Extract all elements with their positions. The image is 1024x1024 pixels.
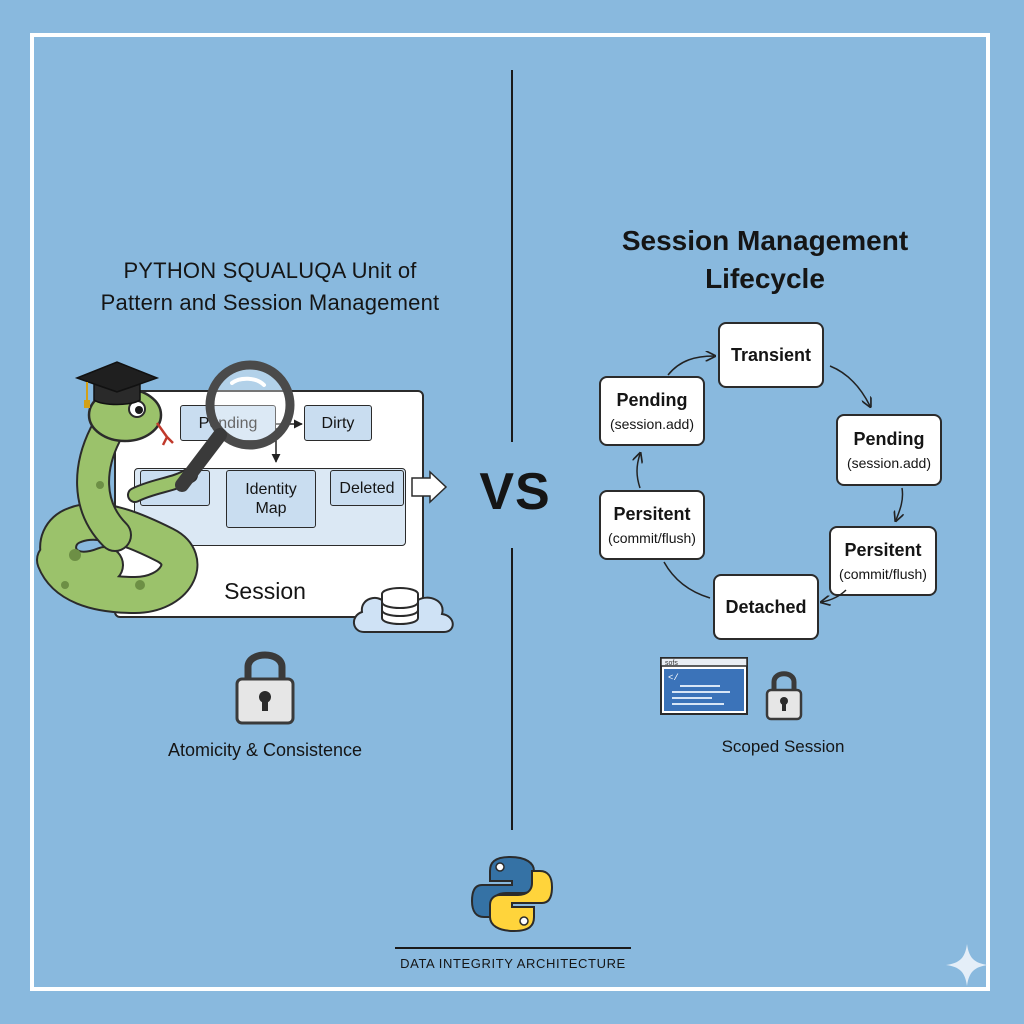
state-transient: Transient bbox=[718, 322, 824, 388]
code-window-tab: sofs bbox=[665, 660, 678, 667]
divider-top bbox=[511, 70, 513, 442]
right-caption: Scoped Session bbox=[721, 737, 845, 756]
state-persistent-left-name: Persitent bbox=[613, 504, 691, 524]
state-pending-right-name: Pending bbox=[853, 429, 925, 449]
state-persistent-left: Persitent (commit/flush) bbox=[599, 490, 705, 560]
footer-text: DATA INTEGRITY ARCHITECTURE bbox=[400, 956, 626, 971]
right-title: Session Management Lifecycle bbox=[580, 222, 950, 298]
state-pending-left-name: Pending bbox=[616, 390, 688, 410]
vs-label: VS bbox=[479, 463, 551, 521]
padlock-icon-right bbox=[765, 671, 803, 721]
left-title: PYTHON SQUALUQA Unit of Pattern and Sess… bbox=[60, 255, 480, 319]
right-title-line1: Session Management bbox=[621, 225, 909, 256]
outer-frame bbox=[30, 33, 990, 991]
code-window-icon: sofs </ bbox=[660, 657, 748, 715]
left-title-line1: PYTHON SQUALUQA Unit of bbox=[123, 258, 417, 283]
state-detached: Detached bbox=[713, 574, 819, 640]
dirty-box-label: Dirty bbox=[321, 414, 355, 432]
state-pending-left: Pending (session.add) bbox=[599, 376, 705, 446]
snake-icon bbox=[36, 387, 199, 615]
state-persistent-right-name: Persitent bbox=[844, 540, 922, 560]
state-persistent-right: Persitent (commit/flush) bbox=[829, 526, 937, 596]
cloud-database-icon bbox=[353, 587, 454, 633]
state-pending-right-sub: (session.add) bbox=[846, 455, 932, 471]
state-pending-right: Pending (session.add) bbox=[836, 414, 942, 486]
code-glyph: </ bbox=[668, 673, 679, 683]
identity-map-label-line2: Map bbox=[255, 500, 287, 517]
padlock-icon-left bbox=[235, 651, 295, 725]
state-persistent-right-sub: (commit/flush) bbox=[839, 566, 927, 582]
session-label: Session bbox=[224, 578, 306, 604]
graduation-cap-icon bbox=[74, 361, 160, 408]
left-title-line2: Pattern and Session Management bbox=[100, 290, 440, 315]
divider-bottom bbox=[511, 548, 513, 830]
identity-map-label-line1: Identity bbox=[245, 481, 297, 498]
right-title-line2: Lifecycle bbox=[705, 263, 825, 294]
state-persistent-left-sub: (commit/flush) bbox=[608, 530, 696, 546]
magnifier-icon bbox=[175, 360, 295, 492]
state-transient-name: Transient bbox=[730, 345, 812, 365]
deleted-box-label: Deleted bbox=[339, 479, 395, 497]
python-logo-icon bbox=[470, 855, 554, 933]
identity-map-box: Identity Map bbox=[226, 470, 316, 528]
footer-rule bbox=[395, 947, 631, 949]
sparkle-icon bbox=[946, 944, 988, 986]
state-detached-name: Detached bbox=[725, 597, 807, 617]
dirty-box: Dirty bbox=[304, 405, 372, 441]
deleted-box: Deleted bbox=[330, 470, 404, 506]
left-caption: Atomicity & Consistence bbox=[167, 740, 363, 760]
state-pending-left-sub: (session.add) bbox=[609, 416, 695, 432]
